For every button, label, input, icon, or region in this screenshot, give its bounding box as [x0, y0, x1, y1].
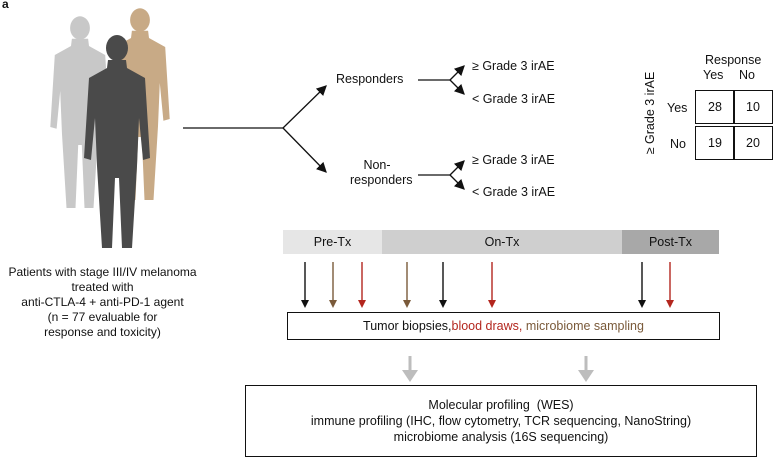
resp-arrow-high [449, 65, 465, 81]
profiling-box: Molecular profiling (WES) immune profili… [245, 385, 757, 457]
table-row-header: ≥ Grade 3 irAE [643, 71, 657, 155]
timeline-post-tx: Post-Tx [622, 230, 719, 254]
table-cell-yes-no: 10 [733, 90, 773, 124]
table-row-no: No [670, 137, 686, 151]
table-col-header: Response [705, 53, 762, 67]
nonresp-grade-high: ≥ Grade 3 irAE [472, 153, 555, 167]
patients-line-5: response and toxicity) [44, 325, 161, 339]
resp-grade-low: < Grade 3 irAE [472, 92, 556, 106]
patients-line-3: anti-CTLA-4 + anti-PD-1 agent [21, 295, 184, 309]
resp-grade-high: ≥ Grade 3 irAE [472, 59, 555, 73]
contingency-table: Response Yes No ≥ Grade 3 irAE Yes No 28… [640, 50, 775, 190]
timeline-on-tx: On-Tx [382, 230, 622, 254]
patients-line-1: Patients with stage III/IV melanoma [8, 265, 197, 279]
profiling-line-3: microbiome analysis (16S sequencing) [393, 430, 609, 444]
table-col-no: No [739, 68, 755, 82]
table-cell-no-no: 20 [733, 126, 773, 160]
profiling-line-1: Molecular profiling (WES) [428, 398, 574, 412]
sampling-blood: blood draws, [451, 319, 526, 333]
branch-arrow-responders [282, 85, 327, 129]
table-cell-yes-yes: 28 [695, 90, 735, 124]
table-cell-no-yes: 19 [695, 126, 735, 160]
table-col-yes: Yes [703, 68, 724, 82]
responders-label: Responders [336, 72, 404, 86]
branch-arrow-nonresponders [282, 127, 327, 173]
nonresp-arrow-low [449, 174, 465, 190]
nonresp-arrow-high [449, 160, 465, 176]
patients-line-4: (n = 77 evaluable for [47, 310, 158, 324]
nonresp-grade-low: < Grade 3 irAE [472, 185, 556, 199]
nonresponders-label-1: Non- [363, 158, 391, 172]
resp-arrow-low [449, 79, 465, 95]
nonresponders-label: Non- responders [350, 158, 413, 188]
panel-label: a [2, 0, 9, 11]
sampling-microbiome: microbiome sampling [525, 319, 644, 333]
profiling-line-2: immune profiling (IHC, flow cytometry, T… [310, 414, 692, 428]
sampling-box: Tumor biopsies, blood draws, microbiome … [287, 312, 720, 340]
patients-description: Patients with stage III/IV melanoma trea… [0, 265, 205, 340]
table-row-yes: Yes [667, 101, 688, 115]
timeline-pre-tx: Pre-Tx [283, 230, 382, 254]
patients-line-2: treated with [71, 280, 134, 294]
sampling-tumor: Tumor biopsies, [363, 319, 452, 333]
nonresponders-label-2: responders [350, 173, 413, 187]
